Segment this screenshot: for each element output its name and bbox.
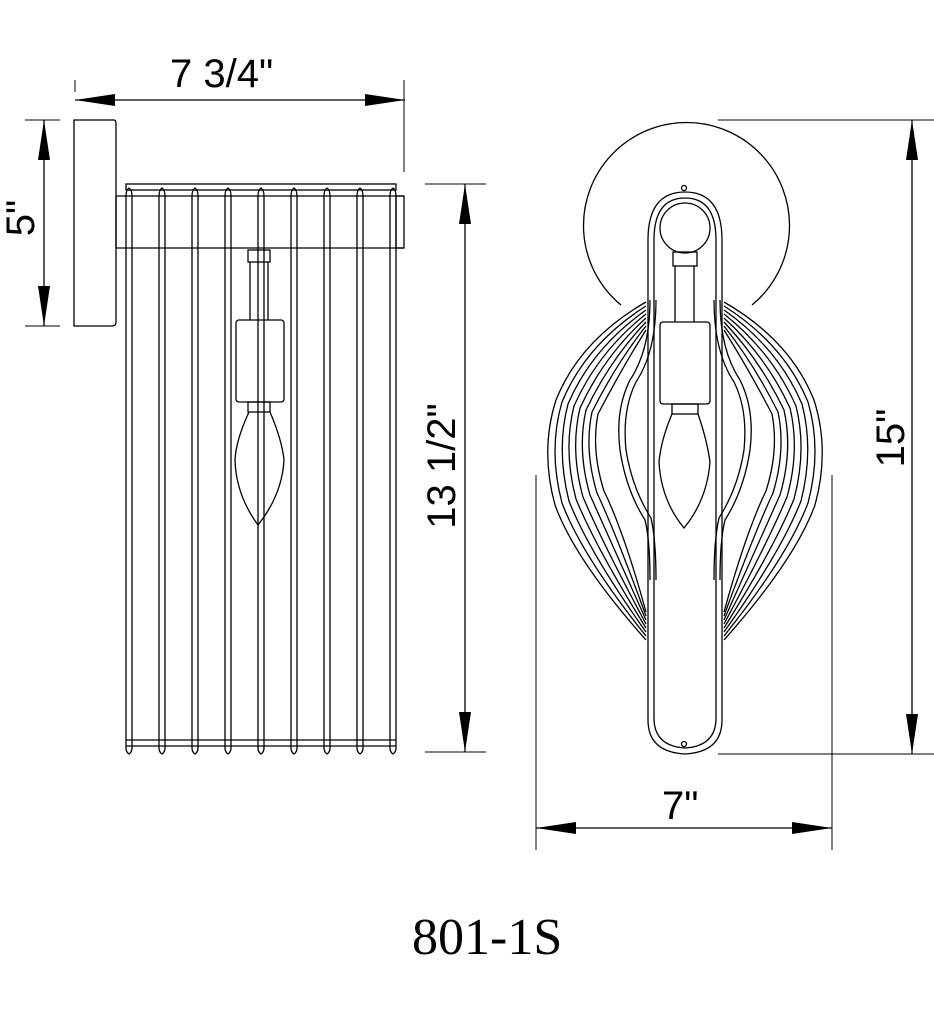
side-width-label: 7 3/4" xyxy=(170,52,274,96)
body-height-dimension xyxy=(425,183,486,753)
front-width-dimension xyxy=(535,475,833,850)
body-height-label: 13 1/2" xyxy=(420,403,464,529)
cage-bars xyxy=(125,187,397,755)
overall-height-dimension xyxy=(718,119,934,755)
model-number: 801-1S xyxy=(412,909,563,966)
side-view xyxy=(25,80,486,755)
canopy-height-dimension xyxy=(25,119,60,327)
round-backplate xyxy=(582,121,791,306)
canopy-height-label: 5" xyxy=(0,199,43,237)
wall-canopy-side xyxy=(73,119,117,327)
ribs-left xyxy=(547,301,647,641)
front-width-label: 7" xyxy=(662,784,699,828)
socket-bulb-side xyxy=(234,249,285,527)
front-view xyxy=(535,119,934,850)
ribs-right xyxy=(723,301,823,641)
overall-height-label: 15" xyxy=(869,408,913,468)
side-width-dimension xyxy=(74,80,405,172)
